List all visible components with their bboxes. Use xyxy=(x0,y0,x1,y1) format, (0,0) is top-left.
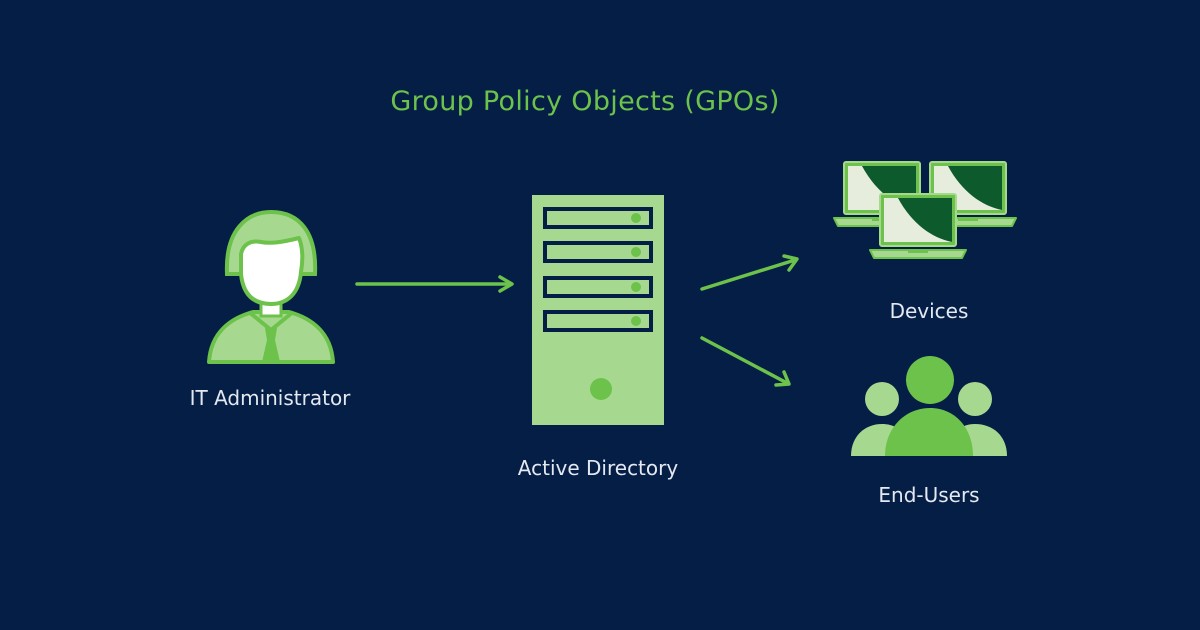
admin-label: IT Administrator xyxy=(189,386,351,410)
user-group-icon xyxy=(851,356,1007,456)
server-icon xyxy=(532,195,664,425)
diagram-title: Group Policy Objects (GPOs) xyxy=(390,86,780,117)
devices-label: Devices xyxy=(889,299,969,323)
users-node xyxy=(851,354,1009,456)
directory-node xyxy=(532,195,664,425)
person-icon xyxy=(207,209,335,364)
devices-node xyxy=(832,158,1018,260)
admin-node xyxy=(205,208,337,364)
directory-label: Active Directory xyxy=(517,456,679,480)
users-label: End-Users xyxy=(878,483,980,507)
laptops-icon xyxy=(833,161,1017,259)
